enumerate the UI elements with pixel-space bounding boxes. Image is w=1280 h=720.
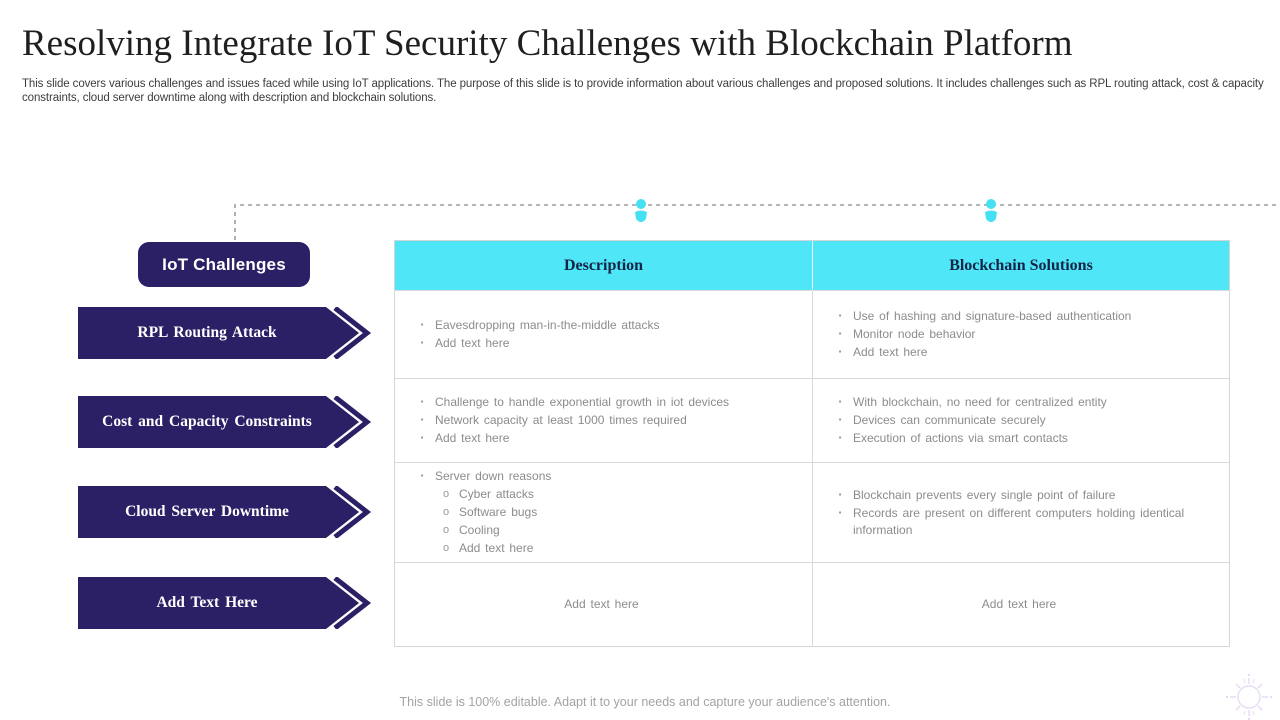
connector-marker-icon bbox=[985, 199, 997, 222]
list-item: ▪Blockchain prevents every single point … bbox=[827, 487, 1211, 504]
list-item: ▪Add text here bbox=[827, 344, 1211, 361]
bullet-list: ▪Challenge to handle exponential growth … bbox=[409, 393, 794, 449]
circle-bullet-icon: o bbox=[442, 488, 450, 501]
list-item: ▪With blockchain, no need for centralize… bbox=[827, 394, 1211, 411]
table-cell-solutions-placeholder[interactable]: Add text here bbox=[812, 562, 1229, 646]
list-item: ▪Server down reasons bbox=[409, 468, 794, 485]
square-bullet-icon: ▪ bbox=[838, 508, 842, 517]
square-bullet-icon: ▪ bbox=[838, 397, 842, 407]
bullet-list: ▪Blockchain prevents every single point … bbox=[827, 486, 1211, 540]
list-item: ▪Challenge to handle exponential growth … bbox=[409, 394, 794, 411]
footer-note: This slide is 100% editable. Adapt it to… bbox=[399, 695, 891, 709]
square-bullet-icon: ▪ bbox=[838, 311, 842, 321]
square-bullet-icon: ▪ bbox=[420, 433, 424, 443]
square-bullet-icon: ▪ bbox=[420, 471, 424, 481]
page-subtitle: This slide covers various challenges and… bbox=[22, 78, 1264, 104]
challenges-table: Description Blockchain Solutions ▪Eavesd… bbox=[394, 240, 1230, 647]
table-cell-description: ▪Challenge to handle exponential growth … bbox=[395, 378, 812, 462]
iot-challenges-header-shape[interactable]: IoT Challenges bbox=[138, 242, 310, 287]
iot-challenges-label: IoT Challenges bbox=[162, 254, 286, 274]
arrow-shape-icon bbox=[78, 396, 372, 448]
table-cell-solutions: ▪Use of hashing and signature-based auth… bbox=[812, 290, 1229, 378]
challenge-label: RPL Routing Attack bbox=[137, 324, 277, 341]
challenge-arrow-cost-capacity[interactable]: Cost and Capacity Constraints bbox=[78, 396, 380, 448]
challenge-arrow-rpl-routing-attack[interactable]: RPL Routing Attack bbox=[78, 307, 380, 359]
table-cell-solutions: ▪Blockchain prevents every single point … bbox=[812, 462, 1229, 562]
square-bullet-icon: ▪ bbox=[838, 329, 842, 339]
flower-mandala-icon bbox=[1225, 673, 1273, 720]
arrow-shape-icon bbox=[78, 577, 372, 629]
table-header-solutions: Blockchain Solutions bbox=[812, 241, 1229, 290]
square-bullet-icon: ▪ bbox=[420, 397, 424, 407]
table-header-description: Description bbox=[395, 241, 812, 290]
table-cell-solutions: ▪With blockchain, no need for centralize… bbox=[812, 378, 1229, 462]
square-bullet-icon: ▪ bbox=[838, 433, 842, 443]
square-bullet-icon: ▪ bbox=[420, 320, 424, 330]
bullet-list: ▪With blockchain, no need for centralize… bbox=[827, 393, 1211, 449]
connector-marker-icon bbox=[635, 199, 647, 222]
challenge-label: Cost and Capacity Constraints bbox=[102, 413, 312, 430]
bullet-list: ▪Eavesdropping man-in-the-middle attacks… bbox=[409, 316, 794, 354]
square-bullet-icon: ▪ bbox=[420, 415, 424, 425]
list-item: ▪Execution of actions via smart contacts bbox=[827, 430, 1211, 447]
list-item: ▪Network capacity at least 1000 times re… bbox=[409, 412, 794, 429]
table-cell-description: ▪Eavesdropping man-in-the-middle attacks… bbox=[395, 290, 812, 378]
circle-bullet-icon: o bbox=[442, 524, 450, 537]
list-item: ▪Use of hashing and signature-based auth… bbox=[827, 308, 1211, 325]
bullet-list: ▪Use of hashing and signature-based auth… bbox=[827, 307, 1211, 363]
list-item: ▪Devices can communicate securely bbox=[827, 412, 1211, 429]
table-cell-description-placeholder[interactable]: Add text here bbox=[395, 562, 812, 646]
challenge-arrow-cloud-downtime[interactable]: Cloud Server Downtime bbox=[78, 486, 380, 538]
square-bullet-icon: ▪ bbox=[838, 490, 842, 499]
challenge-label: Add Text Here bbox=[156, 594, 258, 611]
challenge-arrow-add-text[interactable]: Add Text Here bbox=[78, 577, 380, 629]
square-bullet-icon: ▪ bbox=[838, 415, 842, 425]
square-bullet-icon: ▪ bbox=[420, 338, 424, 348]
challenge-label: Cloud Server Downtime bbox=[125, 503, 289, 520]
arrow-shape-icon bbox=[78, 486, 372, 538]
circle-bullet-icon: o bbox=[442, 542, 450, 555]
list-item: ▪Add text here bbox=[409, 430, 794, 447]
circle-bullet-icon: o bbox=[442, 506, 450, 519]
list-item: ▪Add text here bbox=[409, 335, 794, 352]
arrow-shape-icon bbox=[78, 307, 372, 359]
page-title: Resolving Integrate IoT Security Challen… bbox=[22, 23, 1073, 64]
list-item: ▪Records are present on different comput… bbox=[827, 505, 1211, 538]
square-bullet-icon: ▪ bbox=[838, 347, 842, 357]
list-item: ▪Eavesdropping man-in-the-middle attacks bbox=[409, 317, 794, 334]
list-item: ▪Monitor node behavior bbox=[827, 326, 1211, 343]
